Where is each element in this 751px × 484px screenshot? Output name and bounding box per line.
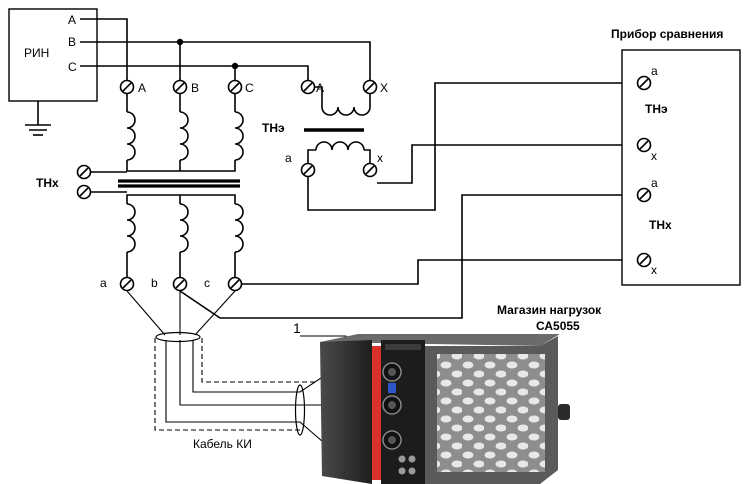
load-box-connector-3 — [382, 430, 402, 450]
thx-primary-label-a: A — [138, 81, 146, 95]
thx-secondary-label-b: b — [151, 276, 158, 290]
rin-phase-a: A — [68, 13, 76, 27]
comparator-title: Прибор сравнения — [611, 27, 723, 41]
load-box-title: Магазин нагрузок СА5055 — [497, 303, 602, 333]
thx-terminal-c-primary — [227, 79, 243, 95]
source-wires — [80, 18, 371, 87]
thx-secondary-label-a: a — [100, 276, 107, 290]
cable-ki: Кабель КИ — [126, 290, 378, 451]
comparator-thx-a-label: a — [651, 176, 658, 190]
comparator-wires — [179, 82, 637, 319]
thx-transformer: ТНх — [36, 94, 244, 277]
comparator-the-a-label: a — [651, 64, 658, 78]
the-primary-label-x: X — [380, 81, 388, 95]
the-primary-label-a: A — [316, 81, 324, 95]
load-box-title-line2: СА5055 — [536, 319, 580, 333]
thx-aux-terminal-1 — [76, 164, 92, 180]
rin-phase-c: C — [68, 60, 77, 74]
comparator-the-x-label: x — [651, 149, 657, 163]
the-secondary-label-a: a — [285, 151, 292, 165]
rin-phase-b: B — [68, 35, 76, 49]
comparator-terminal-thx-a — [636, 187, 652, 203]
the-label: ТНэ — [262, 121, 285, 135]
thx-aux-terminal-2 — [76, 184, 92, 200]
thx-terminal-c-secondary — [227, 276, 243, 292]
the-terminal-x-primary — [362, 79, 378, 95]
the-terminal-x-secondary — [362, 162, 378, 178]
thx-terminal-b-primary — [172, 79, 188, 95]
comparator-thx-x-label: x — [651, 263, 657, 277]
thx-secondary-label-c: c — [204, 276, 210, 290]
load-box-connector-2 — [382, 395, 402, 415]
thx-label: ТНх — [36, 176, 59, 190]
comparator-terminal-the-a — [636, 75, 652, 91]
comparator-terminal-the-x — [636, 137, 652, 153]
the-secondary-label-x: x — [377, 151, 383, 165]
thx-terminal-a-primary — [119, 79, 135, 95]
thx-primary-label-c: C — [245, 81, 254, 95]
cable-label: Кабель КИ — [193, 437, 252, 451]
load-box-device — [320, 334, 570, 484]
comparator-the-label: ТНэ — [645, 102, 668, 116]
thx-terminal-b-secondary — [172, 276, 188, 292]
load-box-title-line1: Магазин нагрузок — [497, 303, 602, 317]
load-box-connector-1 — [382, 362, 402, 382]
the-terminal-a-primary — [300, 79, 316, 95]
rin-label: РИН — [24, 46, 49, 60]
comparator-thx-label: ТНх — [649, 218, 672, 232]
comparator-device: Прибор сравнения — [611, 27, 741, 286]
rin-source: РИН A B C — [8, 8, 98, 136]
comparator-terminal-thx-x — [636, 252, 652, 268]
load-box-grille — [437, 354, 545, 472]
the-terminal-a-secondary — [300, 162, 316, 178]
callout-label: 1 — [293, 320, 301, 336]
ground-symbol — [25, 101, 51, 136]
thx-primary-label-b: B — [191, 81, 199, 95]
the-transformer: ТНэ — [262, 86, 371, 163]
thx-terminal-a-secondary — [119, 276, 135, 292]
